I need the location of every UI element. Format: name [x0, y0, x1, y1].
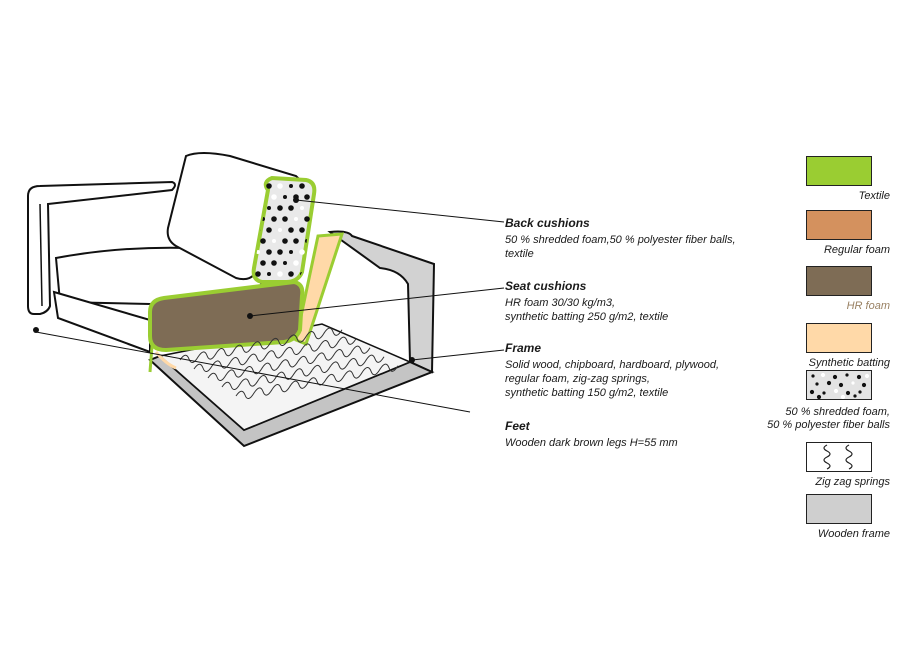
- fiber-dot: [266, 227, 272, 233]
- fiber-dot: [299, 227, 305, 233]
- fiber-dot: [283, 261, 287, 265]
- fiber-dot: [260, 238, 266, 244]
- seat-cushion: [148, 279, 305, 373]
- fiber-dot: [288, 205, 294, 211]
- legend-label-regular-foam: Regular foam: [823, 244, 890, 256]
- fiber-dot: [282, 238, 288, 244]
- callout-feet-desc: Wooden dark brown legs H=55 mm: [505, 437, 678, 449]
- legend-label-textile: Textile: [858, 190, 890, 202]
- fiber-dot: [271, 260, 277, 266]
- spring-row: [221, 354, 385, 390]
- back-cushion: [166, 152, 317, 284]
- callout-back-cushions-title: Back cushions: [505, 216, 590, 230]
- spring-row: [193, 336, 357, 372]
- fiber-dot: [282, 216, 288, 222]
- fiber-dot: [289, 250, 293, 254]
- fiber-dot: [304, 216, 310, 222]
- leader-dots: [33, 197, 415, 363]
- legend-label-hr-foam: HR foam: [846, 300, 890, 312]
- fiber-dot: [294, 217, 298, 221]
- fiber-dot: [272, 239, 276, 243]
- legend-label-synthetic-batting: Synthetic batting: [808, 357, 890, 369]
- spring-row: [207, 345, 371, 381]
- fiber-dot: [271, 216, 277, 222]
- fiber-dot: [288, 271, 294, 277]
- callout-frame-title: Frame: [505, 341, 542, 355]
- callout-back-cushions-desc: 50 % shredded foam,50 % polyester fiber …: [505, 234, 736, 260]
- fiber-dot: [289, 184, 293, 188]
- legend-label-zig-zag-springs: Zig zag springs: [815, 476, 890, 488]
- legend-label-wooden-frame: Wooden frame: [817, 528, 890, 540]
- spring-row: [235, 363, 399, 399]
- fiber-dot: [267, 272, 271, 276]
- fiber-dot: [300, 206, 304, 210]
- fiber-dot: [304, 194, 310, 200]
- callout-seat-cushions-desc: HR foam 30/30 kg/m3, synthetic batting 2…: [505, 297, 669, 323]
- leader-lines: [35, 199, 505, 413]
- spring-row: [179, 327, 343, 363]
- fiber-dot: [299, 183, 305, 189]
- left-armrest: [27, 180, 176, 315]
- fiber-dot: [255, 271, 261, 277]
- legend-swatch-textile: [806, 156, 872, 186]
- fiber-dot: [277, 183, 283, 189]
- legend-swatch-regular-foam: [806, 210, 872, 240]
- fiber-dot: [277, 271, 283, 277]
- fiber-dot: [299, 249, 305, 255]
- fiber-dot: [266, 249, 272, 255]
- fiber-dot: [283, 195, 287, 199]
- callout-feet-title: Feet: [505, 419, 530, 433]
- callout-seat-cushions-title: Seat cushions: [505, 279, 587, 293]
- legend-label-shredded-foam: 50 % shredded foam, 50 % polyester fiber…: [767, 406, 890, 431]
- fiber-dot: [267, 206, 271, 210]
- fiber-dot: [277, 205, 283, 211]
- legend-swatch-synthetic-batting: [806, 323, 872, 353]
- fiber-dot: [266, 183, 272, 189]
- legend-swatch-shredded-foam: [806, 370, 872, 400]
- fiber-dot: [288, 227, 294, 233]
- fiber-dot: [271, 194, 277, 200]
- legend-swatch-wooden-frame: [806, 494, 872, 524]
- fiber-dot: [293, 260, 299, 266]
- fiber-dot: [260, 260, 266, 266]
- fiber-dot: [293, 238, 299, 244]
- fiber-dot: [278, 228, 282, 232]
- legend-swatch-hr-foam: [806, 266, 872, 296]
- zig-zag-springs: [179, 327, 399, 399]
- legend-swatch-zig-zag-springs: [806, 442, 872, 472]
- fiber-dot: [277, 249, 283, 255]
- callout-frame-desc: Solid wood, chipboard, hardboard, plywoo…: [505, 359, 720, 399]
